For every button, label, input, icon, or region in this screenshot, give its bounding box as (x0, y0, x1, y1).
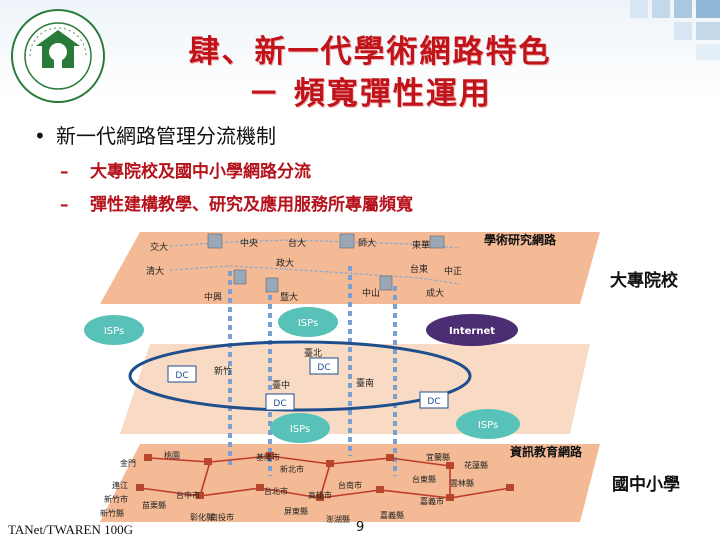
page-number: 9 (356, 520, 365, 535)
node-label: 中山 (362, 287, 380, 299)
isp-label: ISPs (478, 420, 498, 431)
edu-node-label: 苗栗縣 (142, 500, 166, 510)
edu-node-label: 嘉義市 (420, 496, 444, 506)
dash-icon: – (60, 162, 69, 182)
node-label: 中興 (204, 291, 222, 303)
edu-node-label: 新北市 (280, 464, 304, 474)
academic-layer-label: 學術研究網路 (484, 232, 557, 247)
edu-node-label: 台中市 (176, 490, 200, 500)
node-label: 台東 (410, 263, 428, 275)
decorative-squares (630, 0, 720, 60)
bullet-main: • 新一代網路管理分流機制 (34, 120, 276, 149)
isp-label: ISPs (298, 318, 318, 329)
city-label: 新竹 (214, 365, 232, 377)
node-label: 中央 (240, 237, 258, 249)
node-label: 政大 (276, 257, 294, 269)
header-band (0, 0, 720, 118)
edu-layer-label: 資訊教育網路 (510, 444, 583, 459)
isp-label: ISPs (104, 326, 124, 337)
edu-node-label: 宜蘭縣 (426, 452, 450, 462)
edu-node-label: 新竹市 (104, 494, 128, 504)
node-label: 暨大 (280, 291, 298, 303)
node-label: 東華 (412, 239, 430, 251)
vertical-links (228, 266, 397, 476)
edu-node-label: 花蓮縣 (464, 460, 488, 470)
sub-bullet-2: – 彈性建構教學、研究及應用服務所專屬頻寬 (60, 190, 413, 215)
edu-node-label: 台南市 (338, 480, 362, 490)
edu-node-label: 台東縣 (412, 474, 436, 484)
university-label: 大專院校 (610, 271, 678, 291)
dc-label: DC (273, 399, 286, 409)
node-label: 師大 (358, 237, 376, 249)
internet-label: Internet (449, 326, 495, 337)
node-label: 清大 (146, 265, 164, 277)
edu-node-label: 高雄市 (308, 490, 332, 500)
city-label: 臺中 (272, 379, 290, 391)
ministry-logo (11, 9, 105, 103)
house-icons (136, 452, 514, 501)
dash-icon: – (60, 195, 69, 215)
edu-node-label: 新竹縣 (100, 508, 124, 518)
edu-node-label: 彰化縣 (190, 512, 214, 522)
isp-label: ISPs (290, 424, 310, 435)
edu-node-label: 基隆市 (256, 452, 280, 462)
school-label: 國中小學 (612, 475, 680, 495)
core-layer-plane (120, 344, 590, 434)
bullet-main-text: 新一代網路管理分流機制 (56, 124, 276, 148)
server-icons (207, 233, 445, 293)
core-ring (128, 340, 472, 412)
edu-node-label: 嘉義縣 (380, 510, 404, 520)
sub-bullet-2-text: 彈性建構教學、研究及應用服務所專屬頻寬 (90, 195, 413, 215)
edu-node-label: 台北市 (264, 486, 288, 496)
network-diagram: 交大 清大 中央 台大 政大 師大 東華 台東 中正 中興 暨大 中山 成大 學… (84, 232, 600, 524)
slide-subtitle: － 頻寬彈性運用 (248, 76, 492, 112)
internet-cloud (426, 314, 518, 346)
city-label: 臺南 (356, 377, 374, 389)
node-label: 台大 (288, 237, 306, 249)
node-label: 成大 (426, 287, 444, 299)
sub-bullet-1-text: 大專院校及國中小學網路分流 (90, 162, 311, 182)
node-label: 交大 (150, 241, 168, 253)
node-label: 中正 (444, 265, 462, 277)
edu-node-label: 桃園 (164, 450, 180, 460)
edu-node-label: 南投市 (210, 512, 234, 522)
footer-source: TANet/TWAREN 100G (8, 522, 133, 537)
edu-node-label: 澎湖縣 (326, 514, 350, 524)
edu-node-label: 連江 (112, 480, 128, 490)
dc-label: DC (175, 371, 188, 381)
slide-title: 肆、新一代學術網路特色 (188, 34, 552, 70)
edu-node-label: 雲林縣 (450, 478, 474, 488)
city-label: 臺北 (304, 347, 322, 359)
dc-label: DC (427, 397, 440, 407)
bullet-dot-icon: • (34, 124, 46, 148)
dc-label: DC (317, 363, 330, 373)
edu-node-label: 金門 (120, 458, 136, 468)
sub-bullet-1: – 大專院校及國中小學網路分流 (60, 157, 311, 182)
edu-node-label: 屏東縣 (284, 506, 308, 516)
edu-layer-plane (100, 444, 600, 522)
dc-box (167, 357, 449, 411)
isp-cloud (84, 307, 520, 443)
